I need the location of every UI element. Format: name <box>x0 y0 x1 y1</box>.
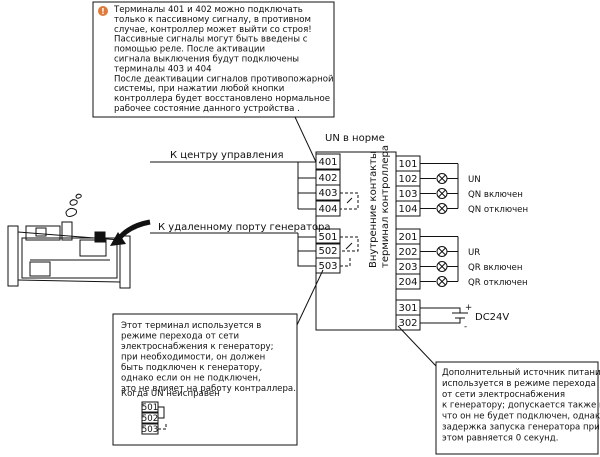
terminal-label: 201 <box>398 232 417 243</box>
inner-contacts-label: Внутренние контакты <box>368 151 379 268</box>
warning-line: Терминалы 401 и 402 можно подключать <box>113 5 303 15</box>
terminal-label: 204 <box>398 277 417 288</box>
note-left-line: режиме перехода от сети <box>121 332 239 342</box>
warning-line: сигнала выключения будут подключены <box>114 55 299 65</box>
right-terminal-block: 101 102 103 104 201 202 203 204 301 302 <box>395 155 421 331</box>
signal-label: QR отключен <box>468 278 528 288</box>
un-normal-label: UN в норме <box>325 133 385 144</box>
warning-line: Пассивные сигналы могут быть введены с <box>114 35 308 45</box>
warning-icon: ! <box>98 6 108 16</box>
terminal-label: 402 <box>318 173 337 184</box>
note-left-line: при необходимости, он должен <box>121 353 265 363</box>
note-left-box <box>112 313 298 446</box>
terminal-label: 102 <box>398 174 417 185</box>
warning-line: После деактивации сигналов противопожарн… <box>114 74 334 84</box>
terminal-label: 202 <box>398 247 417 258</box>
minus-sign: - <box>464 322 467 332</box>
mini-terminal-label: 503 <box>142 425 158 435</box>
terminal-label: 103 <box>398 189 417 200</box>
dc24v-wiring <box>420 307 468 324</box>
svg-text:!: ! <box>101 7 105 16</box>
warning-line: контроллера будет восстановлено нормальн… <box>114 94 330 104</box>
mini-terminal-label: 502 <box>142 414 158 424</box>
note-left-line: однако если он не подключен, <box>121 374 261 384</box>
warning-text: Терминалы 401 и 402 можно подключатьтоль… <box>113 5 334 114</box>
note-left-line: быть подключен к генератору, <box>121 363 262 373</box>
generator-icon <box>7 193 131 289</box>
un-fault-label: Когда UN неисправен <box>121 389 220 399</box>
dc24v-label: DC24V <box>475 312 509 323</box>
note-right-line: задержка запуска генератора при <box>442 423 600 433</box>
note-right-line: к генератору; допускается также и то, <box>442 401 600 411</box>
left-wiring-400 <box>297 161 359 210</box>
note-left-pointer <box>296 269 324 326</box>
note-left-line: это не влияет на работу контраллера. <box>121 384 296 394</box>
curved-arrow <box>115 219 151 242</box>
warning-line: терминалы 403 и 404 <box>114 64 212 74</box>
terminal-label: 404 <box>318 204 337 215</box>
terminal-label: 401 <box>318 157 337 168</box>
terminal-label: 302 <box>398 318 417 329</box>
note-right-box <box>435 361 599 455</box>
warning-line: рабочее состояние данного устройства . <box>114 104 300 114</box>
warning-pointer <box>294 116 317 163</box>
warning-line: помощью реле. После активации <box>114 45 265 55</box>
warning-box <box>92 1 335 118</box>
note-right-line: что он не будет подключен, однако <box>442 412 600 422</box>
warning-line: только к пассивному сигналу, в противном <box>114 15 311 25</box>
signal-label: QR включен <box>468 263 522 273</box>
terminal-label: 301 <box>398 303 417 314</box>
terminal-label: 104 <box>398 204 417 215</box>
signal-label: UN <box>468 175 481 185</box>
to-generator-port-label: К удаленному порту генератора <box>158 222 331 233</box>
controller-terminal-label: терминал контроллера <box>380 145 391 268</box>
left-terminal-block: 401 402 403 404 501 502 503 <box>315 153 341 274</box>
note-right-line: используется в режиме перехода <box>442 379 596 389</box>
note-left-line: Этот терминал используется в <box>121 321 261 331</box>
note-right-pointer <box>397 325 437 367</box>
to-control-center-label: К центру управления <box>170 150 283 161</box>
terminal-label: 403 <box>318 188 337 199</box>
note-right-line: этом равняется 0 секунд. <box>442 433 558 443</box>
note-right-text: Дополнительный источник питанияиспользуе… <box>442 368 600 443</box>
warning-line: системы, при нажатии любой кнопки <box>114 84 284 94</box>
plus-sign: + <box>465 303 472 313</box>
signal-label: QN включен <box>468 190 523 200</box>
signal-label: QN отключен <box>468 205 528 215</box>
note-right-line: от сети электроснабжения <box>442 390 565 400</box>
arrow-head <box>110 232 126 246</box>
terminal-label: 503 <box>318 261 337 272</box>
terminal-label: 101 <box>398 159 417 170</box>
note-right-line: Дополнительный источник питания <box>442 368 600 378</box>
mini-terminal-label: 501 <box>142 403 158 413</box>
signal-label: UR <box>468 248 480 258</box>
warning-line: случае, контроллер может выйти со строя! <box>114 25 312 35</box>
terminal-label: 203 <box>398 262 417 273</box>
note-left-line: электроснабжения к генератору; <box>121 342 274 352</box>
terminal-label: 501 <box>318 232 337 243</box>
terminal-label: 502 <box>318 246 337 257</box>
left-wiring-500 <box>297 233 359 267</box>
